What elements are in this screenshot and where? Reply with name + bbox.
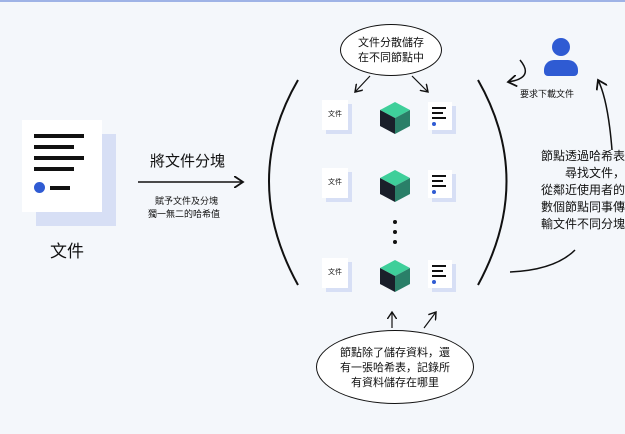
hash-table-icon: [428, 260, 452, 288]
hash-table-icon: [428, 102, 452, 130]
top-arrow-2: [411, 75, 428, 92]
top-arrow-1: [355, 75, 371, 92]
bottom-bubble-line2: 有一張哈希表，記錄所: [340, 360, 450, 374]
split-subtitle-2: 獨一無二的哈希值: [148, 210, 221, 220]
split-subtitle-1: 賦予文件及分塊: [155, 197, 219, 207]
document-icon: [22, 120, 102, 212]
right-arc-down: [509, 249, 576, 273]
right-description: 節點透過哈希表 尋找文件， 從鄰近使用者的 數個節點同事傳 輸文件不同分塊: [532, 148, 625, 233]
right-paren: [477, 79, 508, 286]
user-label: 要求下載文件: [520, 90, 575, 100]
node-cube-icon: [380, 170, 410, 202]
right-text-line3: 從鄰近使用者的: [540, 183, 625, 197]
ellipsis-dot: [393, 240, 397, 244]
user-icon: [552, 38, 570, 56]
node-cube-icon: [380, 260, 410, 292]
bottom-arrow-2: [423, 312, 436, 329]
right-arc-up: [598, 80, 613, 151]
right-text-line1: 節點透過哈希表: [540, 149, 625, 163]
split-title: 將文件分塊: [150, 152, 226, 170]
chunk-doc-1: 文件: [322, 100, 348, 130]
chunk-doc-3: 文件: [322, 258, 348, 288]
bottom-bubble-line1: 節點除了儲存資料，還: [340, 345, 450, 359]
top-border: [0, 0, 625, 2]
right-text-line2: 尋找文件，: [564, 166, 625, 180]
left-paren: [268, 79, 299, 286]
node-cube-icon: [380, 102, 410, 134]
top-bubble-line2: 在不同節點中: [358, 51, 424, 64]
hash-table-icon: [428, 170, 452, 198]
chunk-doc-2: 文件: [322, 168, 348, 198]
ellipsis-dot: [393, 230, 397, 234]
top-bubble: 文件分散儲存 在不同節點中: [340, 24, 442, 76]
request-arrow: [508, 59, 527, 82]
bottom-bubble: 節點除了儲存資料，還 有一張哈希表，記錄所 有資料儲存在哪里: [316, 330, 474, 404]
right-text-line4: 數個節點同事傳: [540, 200, 625, 214]
right-text-line5: 輸文件不同分塊: [540, 217, 625, 231]
ellipsis-dot: [393, 220, 397, 224]
document-label: 文件: [50, 242, 84, 262]
bottom-bubble-line3: 有資料儲存在哪里: [351, 375, 439, 389]
user-body-icon: [544, 60, 578, 76]
top-bubble-line1: 文件分散儲存: [358, 36, 424, 49]
